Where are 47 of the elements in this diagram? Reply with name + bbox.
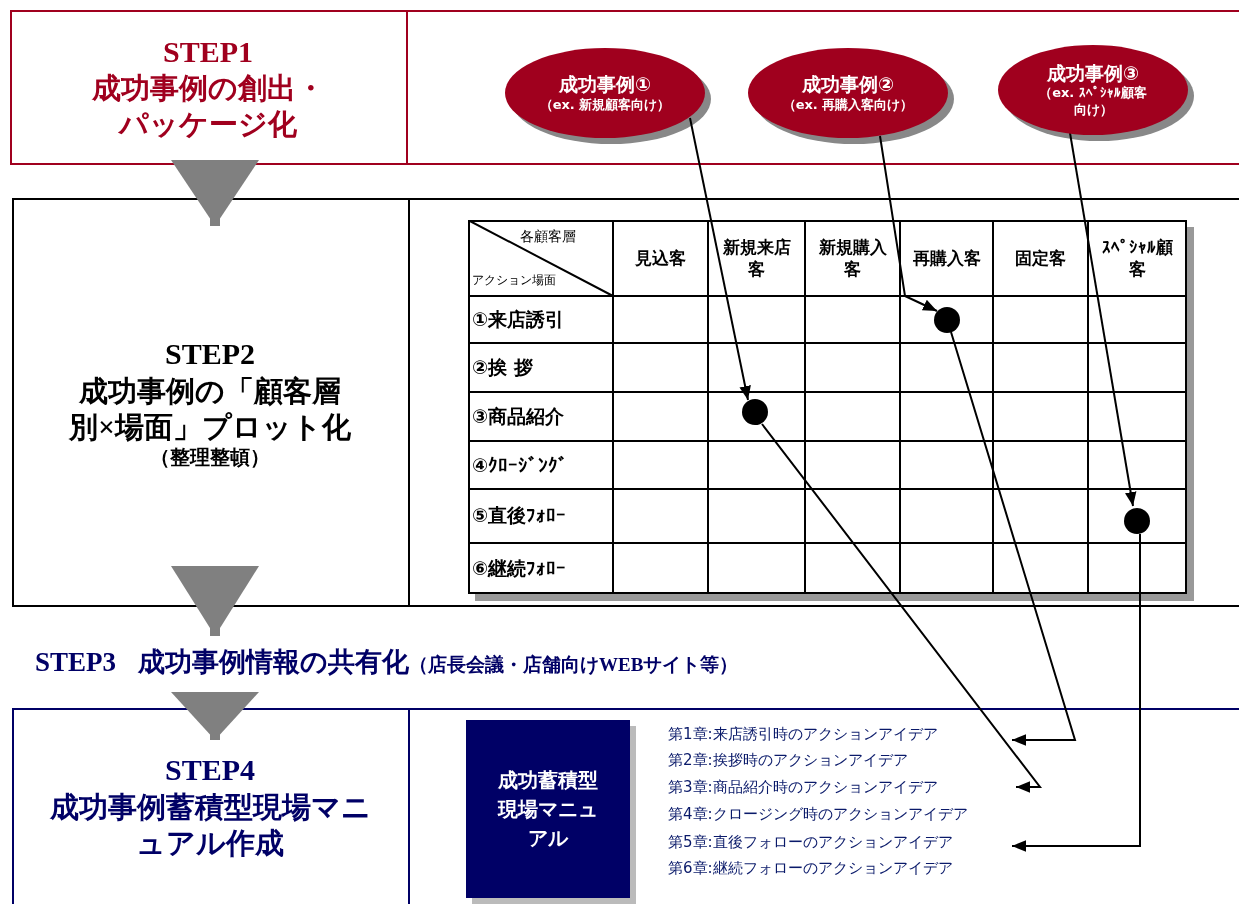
case-subtitle: （ex. ｽﾍﾟｼｬﾙ顧客向け） bbox=[1038, 85, 1148, 120]
header-label: 各顧客層 bbox=[520, 228, 576, 246]
chapter-text: 第1章:来店誘引時のアクションアイデア bbox=[668, 725, 938, 744]
step-text: （店長会議・店舗向けWEBサイト等） bbox=[409, 653, 739, 677]
chapter-text: 第4章:クロージング時のアクションアイデア bbox=[668, 805, 968, 824]
column-header: ｽﾍﾟｼｬﾙ顧客 bbox=[1101, 235, 1174, 281]
case-subtitle: （ex. 再購入客向け） bbox=[782, 96, 914, 114]
chevron-arrow bbox=[171, 160, 259, 226]
column-header: 新規来店客 bbox=[721, 235, 792, 281]
step-text: 成功事例蓄積型現場マニュアル作成 bbox=[48, 789, 372, 861]
chapter-text: 第3章:商品紹介時のアクションアイデア bbox=[668, 778, 938, 797]
manual-title: 成功蓄積型現場マニュアル bbox=[496, 766, 599, 852]
arrow bbox=[1069, 132, 1137, 507]
chapter-text: 第5章:直後フォローのアクションアイデア bbox=[668, 833, 953, 852]
chapter-text: 第2章:挨拶時のアクションアイデア bbox=[668, 751, 908, 770]
step-text: （整理整頓） bbox=[150, 445, 270, 470]
step-heading: STEP3 bbox=[35, 647, 117, 678]
chapter-text: 第6章:継続フォローのアクションアイデア bbox=[668, 859, 953, 878]
step-heading: STEP1 bbox=[163, 33, 253, 70]
case-title: 成功事例③ bbox=[1046, 60, 1140, 85]
row-header: ①来店誘引 bbox=[472, 306, 565, 332]
row-header: ④ｸﾛｰｼﾞﾝｸﾞ bbox=[472, 453, 569, 478]
step-text: 成功事例の創出・パッケージ化 bbox=[90, 71, 326, 143]
case-subtitle: （ex. 新規顧客向け） bbox=[539, 96, 671, 114]
arrow bbox=[761, 423, 1043, 793]
row-header: ③商品紹介 bbox=[472, 403, 565, 429]
row-header: ⑥継続ﾌｫﾛｰ bbox=[472, 555, 567, 581]
column-header: 固定客 bbox=[1014, 246, 1067, 270]
column-header: 見込客 bbox=[634, 246, 687, 270]
column-header: 新規購入客 bbox=[817, 235, 888, 281]
step-heading: STEP4 bbox=[165, 752, 255, 788]
step-text: 成功事例の「顧客層別×場面」プロット化 bbox=[68, 373, 352, 445]
manual-box bbox=[466, 720, 630, 898]
chevron-arrow bbox=[171, 566, 259, 636]
arrow bbox=[879, 135, 938, 312]
row-header: ②挨 拶 bbox=[472, 354, 533, 380]
case-title: 成功事例① bbox=[558, 72, 652, 97]
arrow bbox=[689, 117, 751, 401]
column-header: 再購入客 bbox=[911, 246, 982, 270]
row-header: ⑤直後ﾌｫﾛｰ bbox=[472, 503, 567, 528]
step-text: 成功事例情報の共有化 bbox=[138, 646, 410, 679]
step-heading: STEP2 bbox=[165, 336, 255, 372]
case-title: 成功事例② bbox=[801, 72, 895, 97]
arrow bbox=[950, 331, 1077, 746]
chevron-arrow bbox=[171, 692, 259, 740]
arrow bbox=[1011, 533, 1141, 852]
header-label: アクション場面 bbox=[472, 272, 556, 289]
